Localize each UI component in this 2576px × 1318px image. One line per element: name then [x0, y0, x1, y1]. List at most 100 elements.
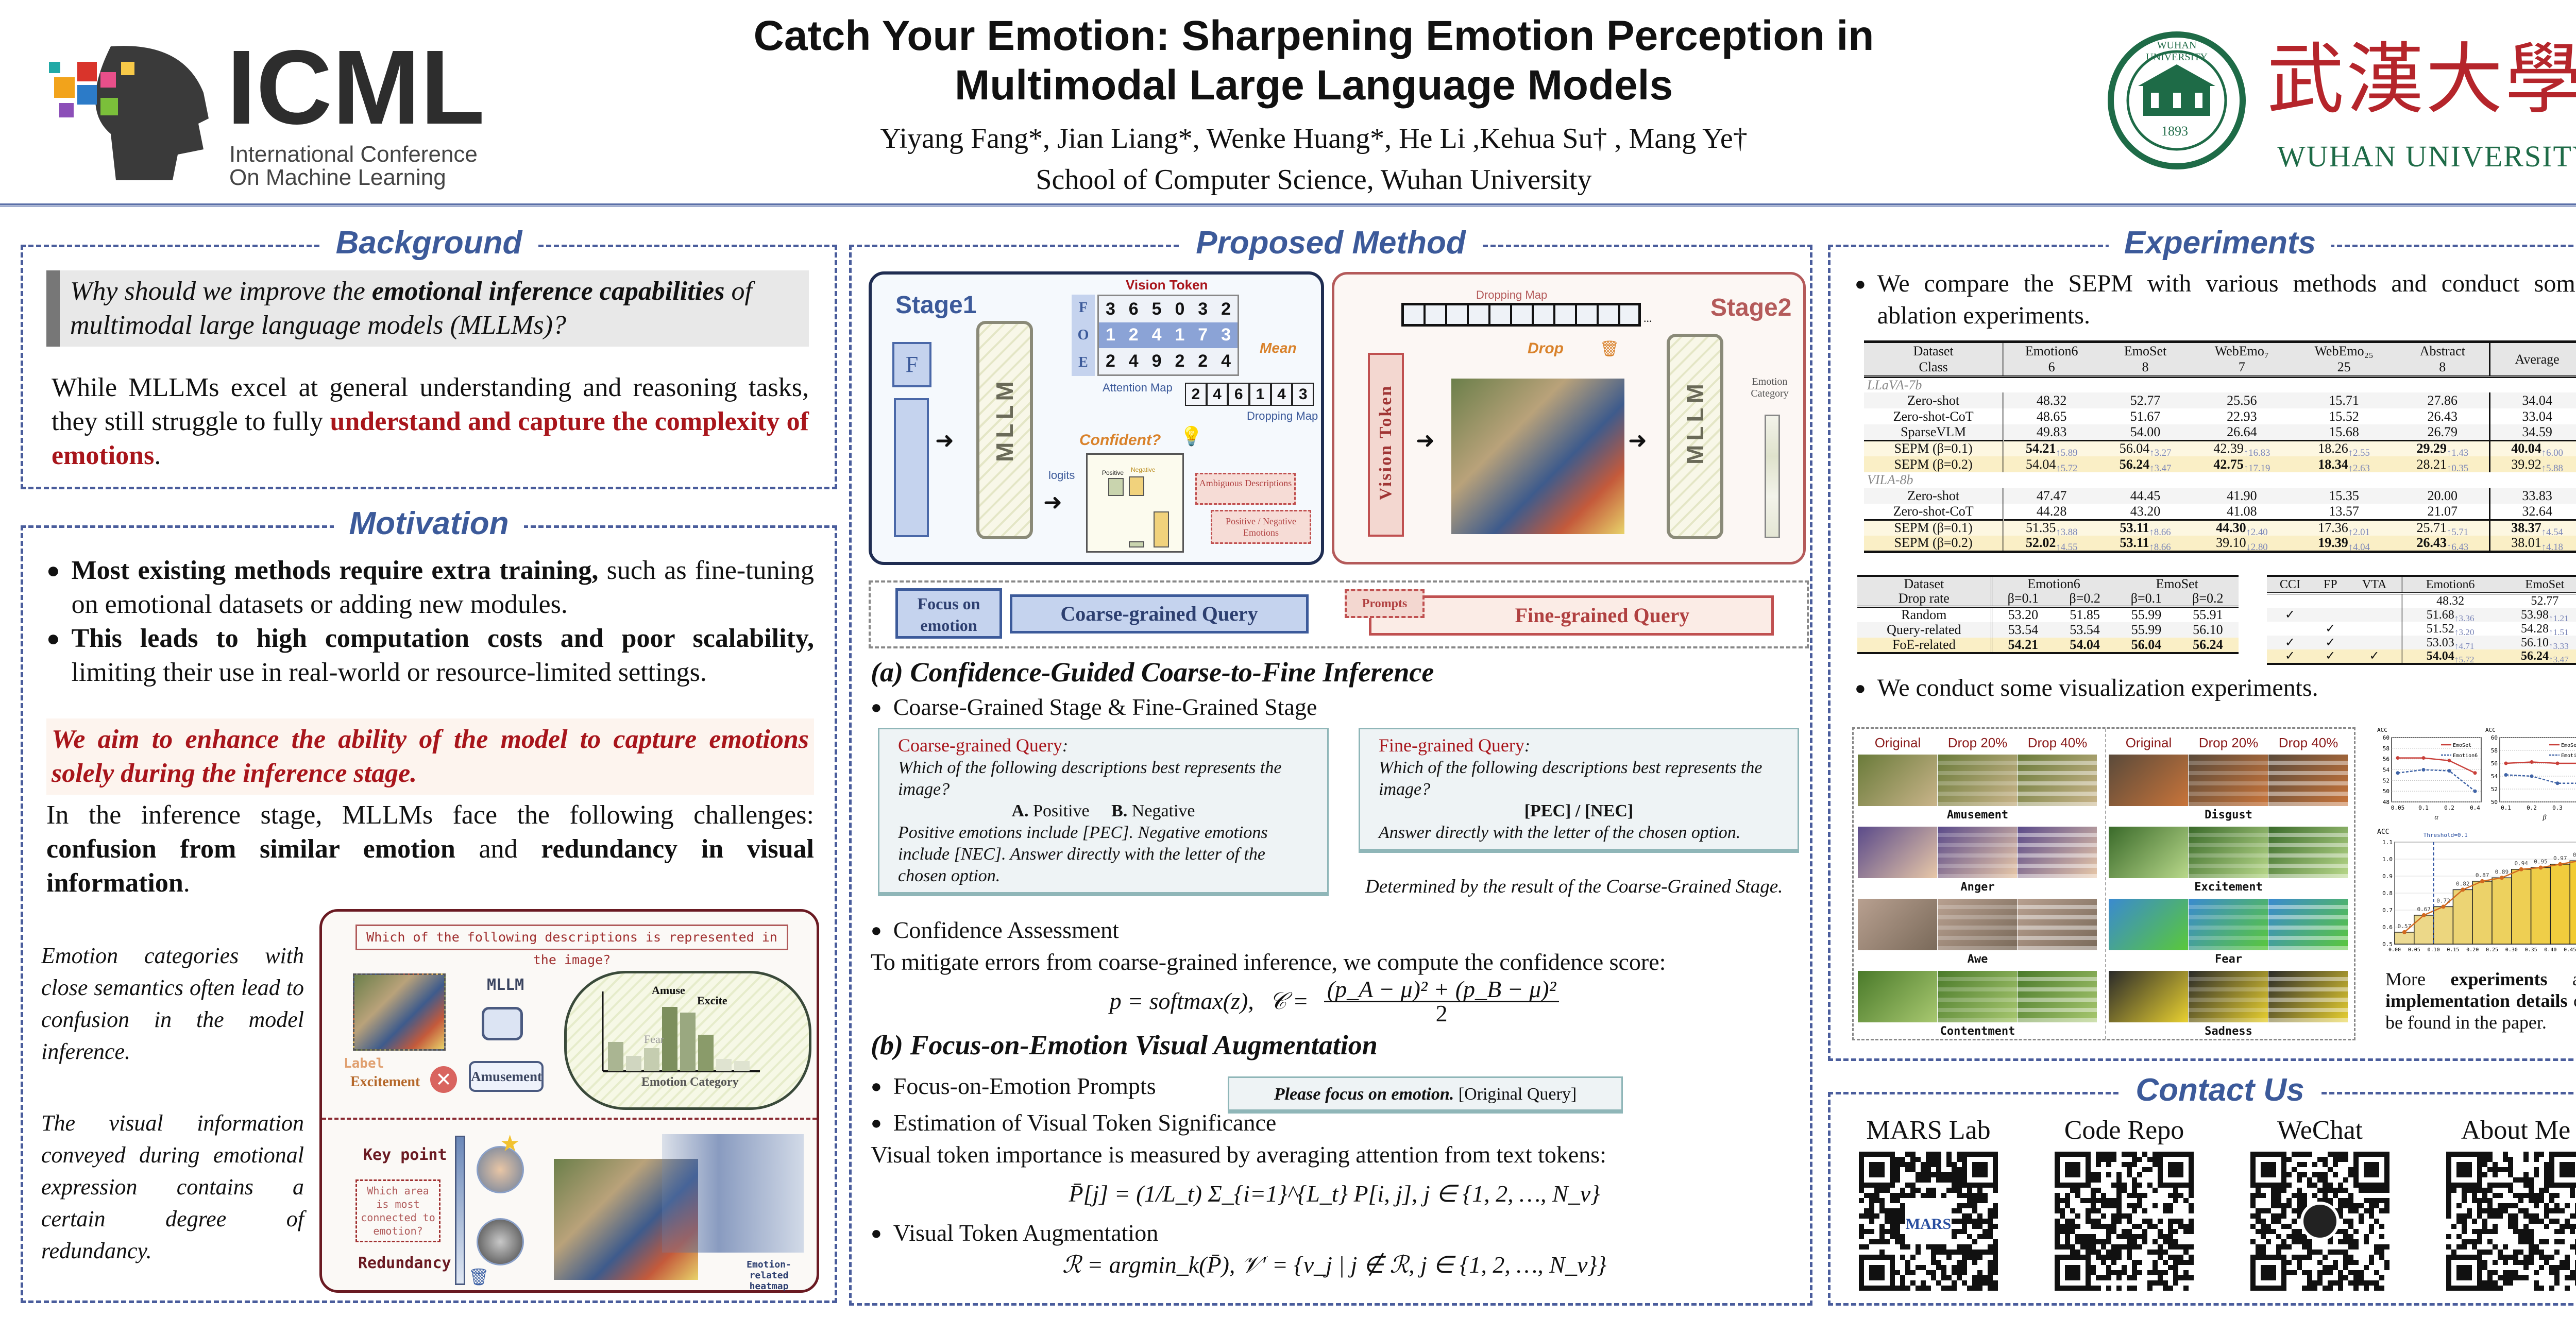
- qr-module: [2286, 1224, 2292, 1229]
- qr-module: [2534, 1193, 2539, 1198]
- qr-module: [1910, 1152, 1916, 1157]
- qr-module: [2554, 1270, 2560, 1275]
- qr-module: [2323, 1270, 2328, 1275]
- qr-module: [1967, 1203, 1972, 1208]
- qr-module: [2384, 1188, 2389, 1193]
- cell-delta: ↑2.01: [2348, 526, 2370, 538]
- label-tag: Label: [344, 1056, 384, 1071]
- qr-module: [2343, 1157, 2348, 1162]
- qr-module: [1957, 1172, 1962, 1177]
- coarse-card-tail: Positive emotions include [PEC]. Negativ…: [898, 823, 1268, 885]
- challenge-bold: confusion from similar emotion: [46, 834, 455, 864]
- qr-module: [2487, 1152, 2493, 1157]
- qr-module: [2132, 1162, 2137, 1167]
- qr-module: [1910, 1162, 1916, 1167]
- qr-module: [2292, 1193, 2297, 1198]
- coarse-query-card: Coarse-grained Query: Which of the follo…: [878, 728, 1329, 896]
- qr-module: [2353, 1275, 2359, 1280]
- qr-module: [2075, 1234, 2080, 1239]
- qr-module: [2178, 1275, 2183, 1280]
- qr-module: [2276, 1213, 2281, 1219]
- qr-module: [1926, 1286, 1931, 1291]
- qr-module: [2297, 1177, 2302, 1183]
- qr-module: [2554, 1275, 2560, 1280]
- qr-module: [2328, 1239, 2333, 1244]
- dropping-cell: 6: [1228, 383, 1249, 406]
- qr-module: [2147, 1219, 2153, 1224]
- qr-module: [2544, 1203, 2549, 1208]
- cell-delta: ↑5.88: [2541, 463, 2563, 474]
- qr-module: [2086, 1219, 2091, 1224]
- qr-module: [1900, 1157, 1905, 1162]
- qr-module: [2276, 1249, 2281, 1255]
- qr-module: [2153, 1280, 2158, 1286]
- method-text-lower: ●Confidence Assessment To mitigate error…: [871, 914, 1798, 1281]
- cell-value: 52.02: [2025, 535, 2056, 551]
- qr-module: [2523, 1193, 2529, 1198]
- y-tick-label: 50: [2491, 799, 2498, 806]
- qr-module: [1977, 1234, 1982, 1239]
- qr-module: [2142, 1193, 2147, 1198]
- qr-module: [2338, 1208, 2343, 1213]
- fine-card-title: Fine-grained Query: [1379, 735, 1524, 756]
- qr-module: [2312, 1280, 2317, 1286]
- qr-module: [2343, 1260, 2348, 1265]
- qr-module: [1890, 1224, 1895, 1229]
- qr-module: [1885, 1239, 1890, 1244]
- qr-module: [1885, 1229, 1890, 1234]
- qr-module: [1859, 1224, 1864, 1229]
- emotion-caption: Anger: [1960, 881, 1995, 894]
- qr-finder: [2261, 1265, 2276, 1280]
- qr-module: [2482, 1265, 2487, 1270]
- qr-module: [1993, 1188, 1998, 1193]
- qr-module: [2518, 1239, 2523, 1244]
- cell-value: 18.34: [2318, 456, 2348, 472]
- qr-module: [2286, 1203, 2292, 1208]
- qr-code[interactable]: MARS: [1859, 1152, 1998, 1291]
- qr-module: [1859, 1213, 1864, 1219]
- qr-module: [2297, 1172, 2302, 1177]
- table-cell: 20.00: [2396, 488, 2489, 504]
- qr-module: [2055, 1198, 2060, 1203]
- qr-module: [1993, 1255, 1998, 1260]
- qr-module: [2127, 1234, 2132, 1239]
- qr-module: [2508, 1219, 2513, 1224]
- qr-module: [2070, 1224, 2075, 1229]
- table-cell: 51.52↑3.20: [2402, 622, 2498, 637]
- qr-module: [2307, 1280, 2312, 1286]
- qr-module: [2286, 1198, 2292, 1203]
- option-b: Negative: [1131, 801, 1195, 820]
- qr-code[interactable]: [2446, 1152, 2576, 1291]
- qr-module: [2266, 1239, 2271, 1244]
- qr-module: [2060, 1229, 2065, 1234]
- y-tick-label: 48: [2383, 799, 2389, 806]
- qr-module: [1957, 1208, 1962, 1213]
- qr-module: [2261, 1219, 2266, 1224]
- cell-delta: ↑6.00: [2541, 447, 2563, 458]
- qr-module: [2075, 1239, 2080, 1244]
- qr-module: [2323, 1177, 2328, 1183]
- qr-module: [2549, 1286, 2554, 1291]
- y-tick-label: 0.9: [2382, 873, 2393, 880]
- qr-module: [1916, 1244, 1921, 1249]
- qr-module: [2086, 1234, 2091, 1239]
- qr-module: [1890, 1213, 1895, 1219]
- qr-module: [2271, 1213, 2276, 1219]
- qr-module: [1988, 1224, 1993, 1229]
- qr-code[interactable]: [2055, 1152, 2194, 1291]
- qr-module: [2158, 1219, 2163, 1224]
- stage1-label: Stage1: [895, 292, 977, 319]
- qr-code[interactable]: [2250, 1152, 2389, 1291]
- x-tick-label: 0.2: [2444, 805, 2454, 811]
- qr-module: [2116, 1286, 2122, 1291]
- data-point: [2447, 759, 2451, 763]
- cell-value: 51.68: [2426, 608, 2454, 622]
- method-name: Random: [1857, 607, 1992, 622]
- table-cell: 28.21↑0.35: [2396, 456, 2489, 473]
- whu-seal-text: WUHAN UNIVERSITY: [2146, 40, 2208, 63]
- qr-module: [2348, 1172, 2353, 1177]
- table-cell: 21.07: [2396, 504, 2489, 520]
- qr-module: [2158, 1229, 2163, 1234]
- figure-question: Which of the following descriptions is r…: [355, 925, 788, 967]
